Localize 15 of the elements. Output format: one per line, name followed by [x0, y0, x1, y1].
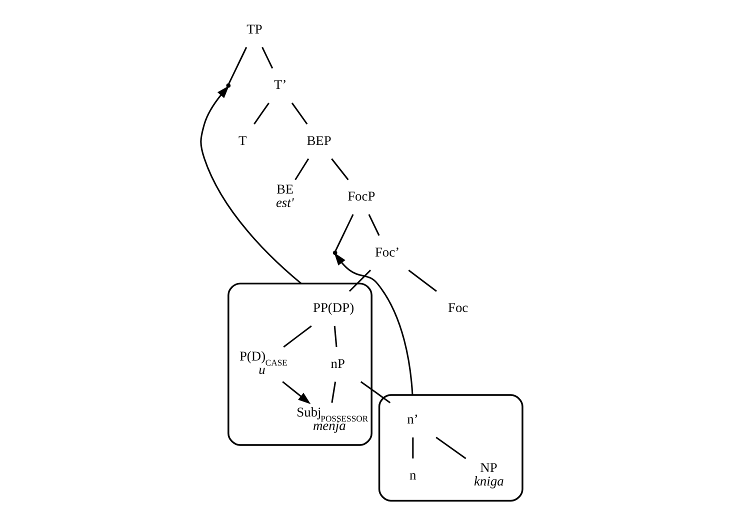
node-text: Subj$_{POSSESSOR}$ menja	[296, 404, 368, 433]
node-text: TP	[246, 21, 262, 36]
node-text: nP	[330, 356, 345, 371]
node-text: FocP	[348, 188, 376, 204]
node-text: T’	[274, 77, 287, 92]
node-text: Foc	[448, 300, 468, 316]
node-text: BEP	[306, 132, 332, 148]
node-text: P(D)$_{CASE}$ u	[239, 348, 288, 378]
node-text: Foc’	[374, 244, 400, 260]
node-text: PP(DP)	[312, 300, 354, 316]
node-text: n	[410, 467, 416, 482]
node-text: T	[238, 132, 247, 148]
node-text: BE est'	[276, 181, 294, 210]
node-text: n’	[407, 412, 418, 427]
node-text: NP kniga	[474, 460, 504, 489]
